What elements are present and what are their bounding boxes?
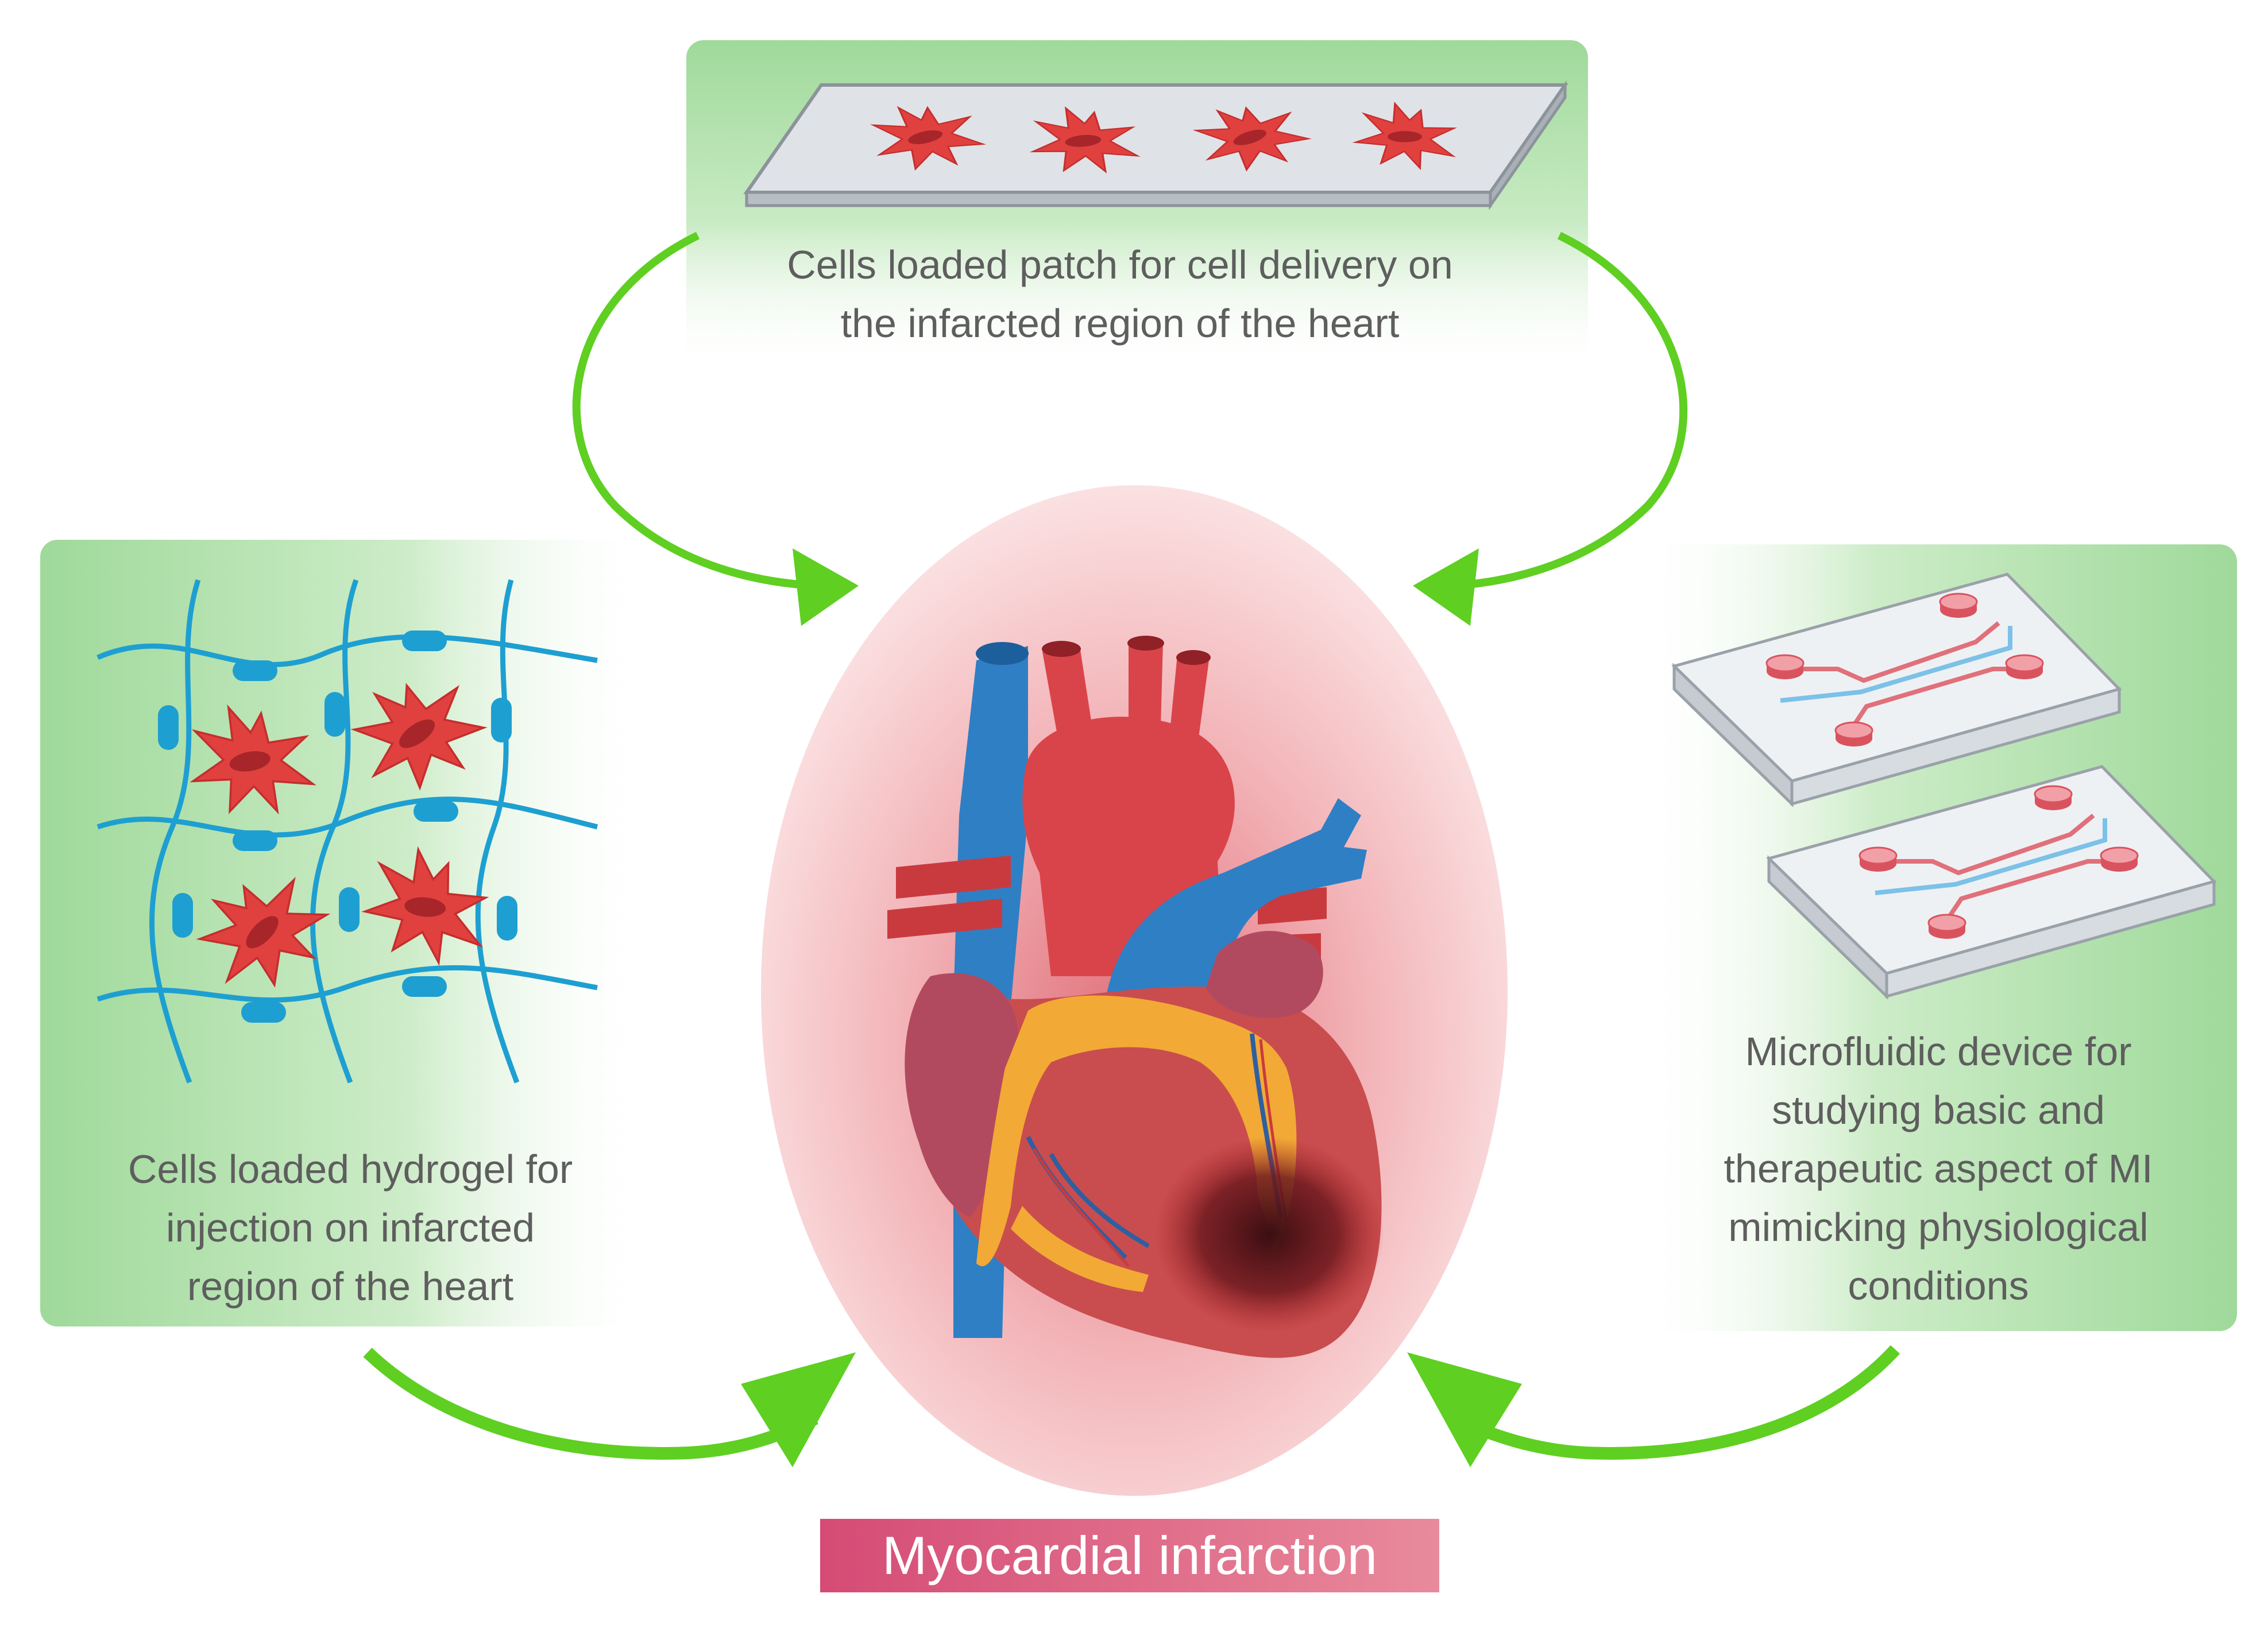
arrowhead-top-right [1413,548,1479,626]
microfluidic-chip-icon [1671,573,2217,1000]
top-label-line-2: the infarcted region of the heart [840,301,1400,346]
right-label-line-1: Microfluidic device for [1745,1029,2132,1074]
arrows [363,231,1900,1460]
top-panel-label: Cells loaded patch for cell delivery on … [689,235,1551,353]
arrowhead-bottom-right [1407,1352,1522,1467]
hydrogel-crosslinks [158,631,517,1023]
right-label-line-4: mimicking physiological [1728,1205,2149,1250]
heart-icon [887,636,1384,1358]
right-label-line-5: conditions [1848,1263,2029,1308]
left-panel-label: Cells loaded hydrogel for injection on i… [46,1140,655,1316]
center-title: Myocardial infarction [882,1525,1378,1585]
chip-lower [1766,765,2217,1000]
right-panel-label: Microfluidic device for studying basic a… [1631,1022,2246,1315]
arrow-bottom-left [363,1348,818,1460]
arrowhead-top-left [793,548,859,626]
left-label-line-1: Cells loaded hydrogel for [127,1147,573,1192]
arrow-bottom-right [1450,1345,1900,1460]
top-label-line-1: Cells loaded patch for cell delivery on [787,242,1453,287]
right-label-line-3: therapeutic aspect of MI [1724,1146,2153,1191]
infarct-zone [1154,1137,1384,1332]
chip-upper [1671,573,2122,807]
right-label-line-2: studying basic and [1772,1088,2105,1132]
cell-patch-icon [743,80,1568,211]
arrow-top-left [572,231,816,590]
hydrogel-network-icon [96,579,598,1084]
left-label-line-2: injection on infarcted [165,1205,535,1250]
left-label-line-3: region of the heart [187,1264,514,1309]
arrow-top-right [1452,231,1688,590]
arrowhead-bottom-left [741,1352,856,1467]
arrowheads [741,548,1522,1467]
center-title-banner: Myocardial infarction [820,1519,1439,1592]
